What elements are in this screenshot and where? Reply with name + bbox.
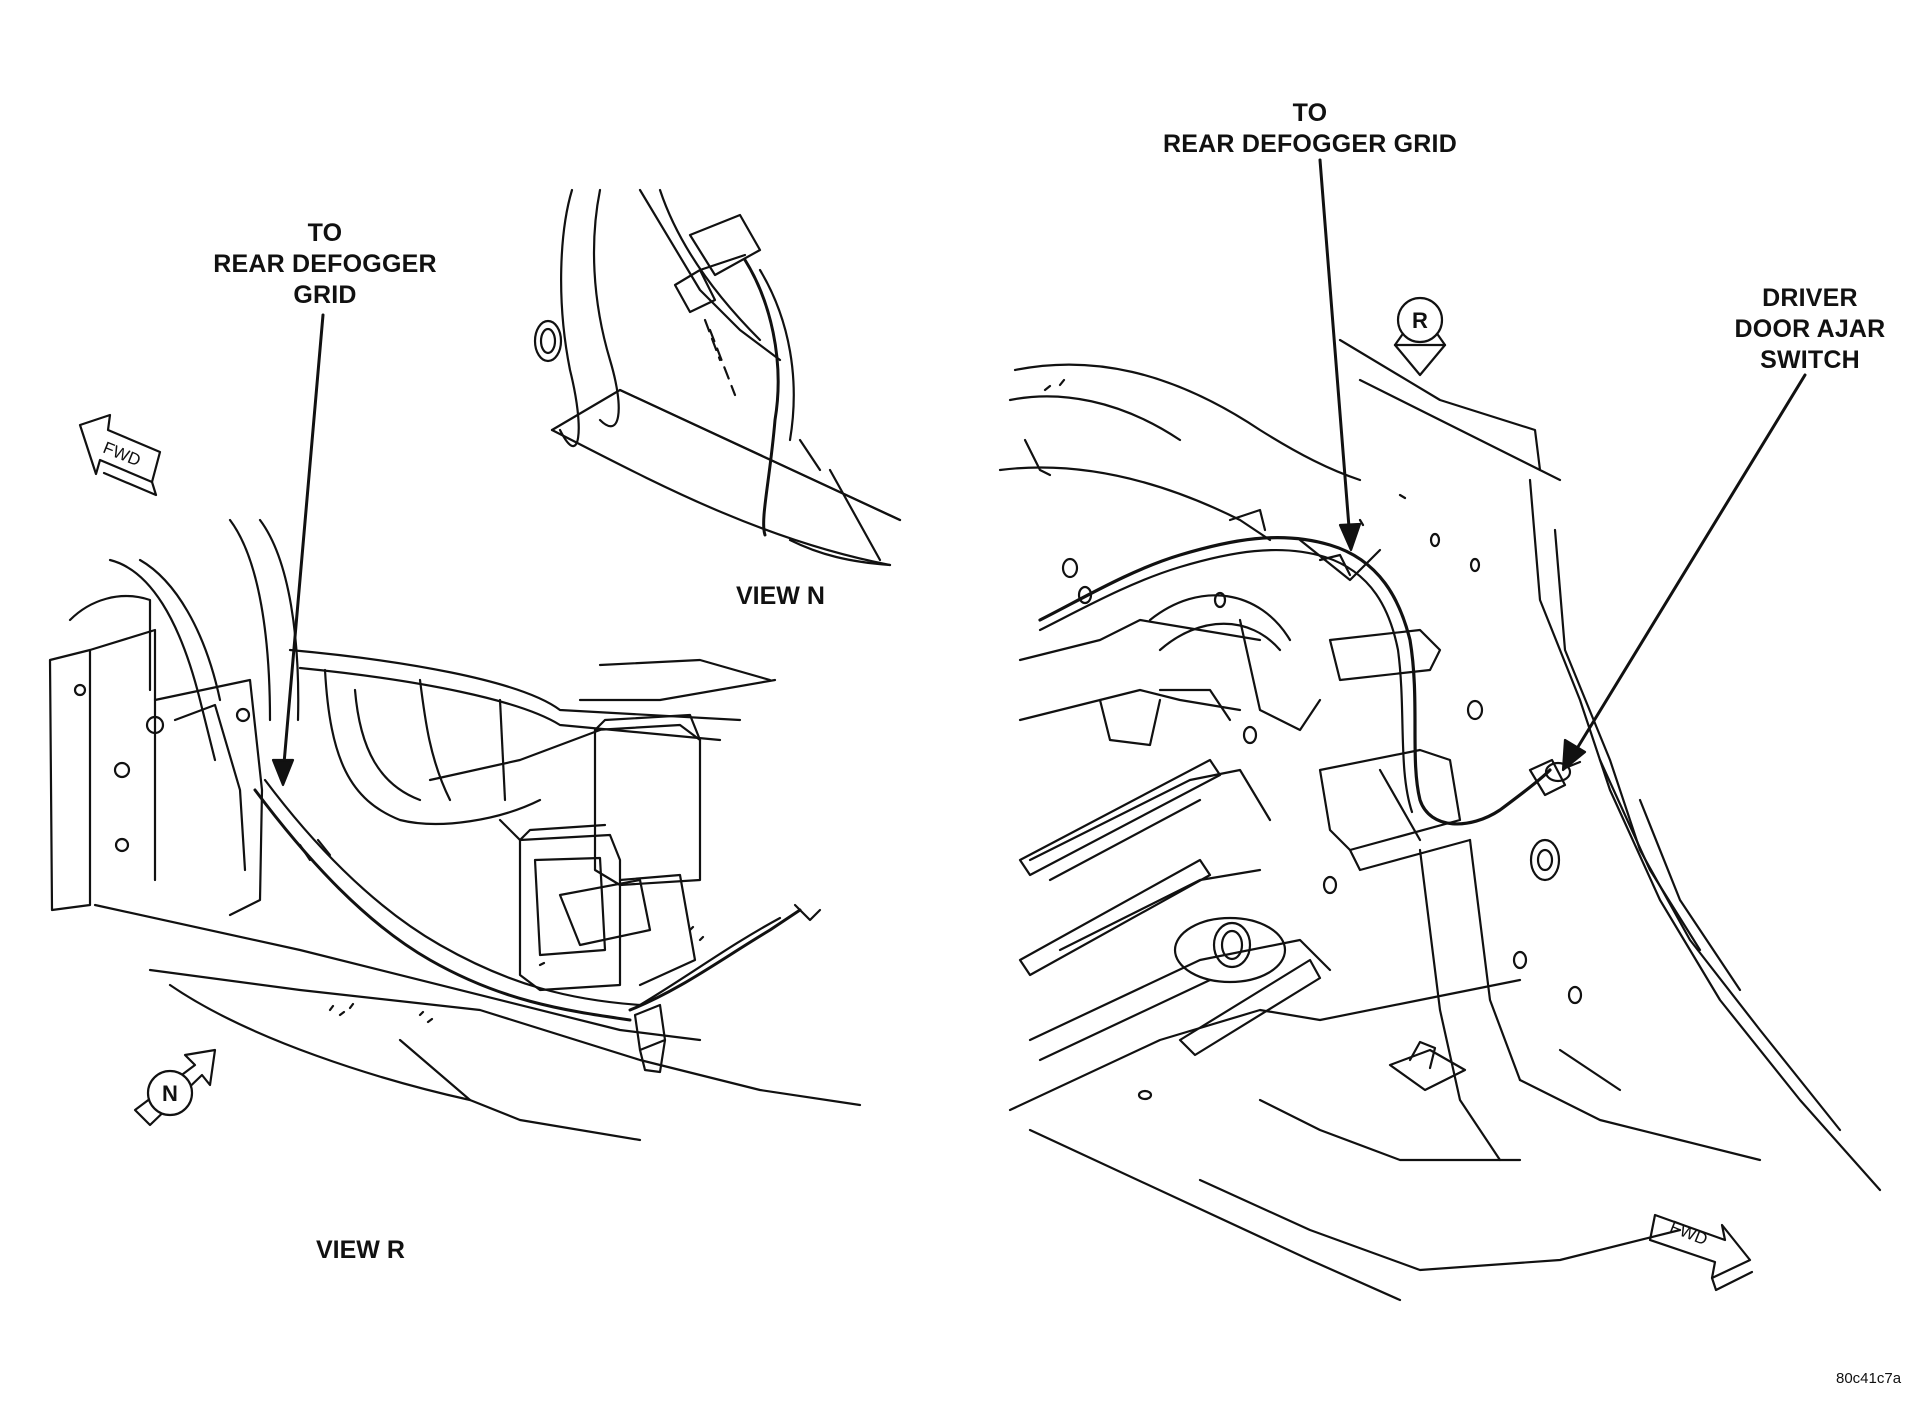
- fwd-arrow-left: [78, 413, 162, 497]
- fwd-arrow-right: [1648, 1213, 1754, 1292]
- view-r-label: VIEW R: [316, 1236, 405, 1264]
- callout-line: GRID: [293, 281, 357, 309]
- callout-line: REAR DEFOGGER GRID: [1163, 130, 1457, 158]
- r-marker-label: R: [1412, 308, 1428, 333]
- door-ajar-arrow: [1561, 373, 1807, 772]
- view-n-inset: [533, 188, 902, 567]
- left-defogger-arrow: [271, 313, 325, 787]
- callout-line: TO: [307, 219, 343, 247]
- callout-line: DOOR AJAR: [1734, 315, 1886, 343]
- n-marker-label: N: [162, 1081, 178, 1106]
- callout-line: TO: [1292, 99, 1328, 127]
- right-defogger-callout: TO REAR DEFOGGER GRID: [1140, 98, 1480, 160]
- r-view-marker: [1393, 296, 1447, 377]
- right-drawing: [998, 338, 1882, 1302]
- view-r-drawing: [48, 518, 862, 1142]
- callout-line: DRIVER: [1762, 284, 1858, 312]
- left-defogger-callout: TO REAR DEFOGGER GRID: [190, 218, 460, 311]
- view-n-label: VIEW N: [736, 582, 825, 610]
- fwd-label-right: FWD: [1667, 1217, 1710, 1249]
- n-view-marker: [133, 1048, 217, 1127]
- right-defogger-arrow: [1318, 158, 1362, 552]
- door-ajar-callout: DRIVER DOOR AJAR SWITCH: [1700, 283, 1916, 376]
- callout-line: SWITCH: [1760, 346, 1860, 374]
- figure-code: 80c41c7a: [1836, 1370, 1902, 1387]
- callout-line: REAR DEFOGGER: [213, 250, 437, 278]
